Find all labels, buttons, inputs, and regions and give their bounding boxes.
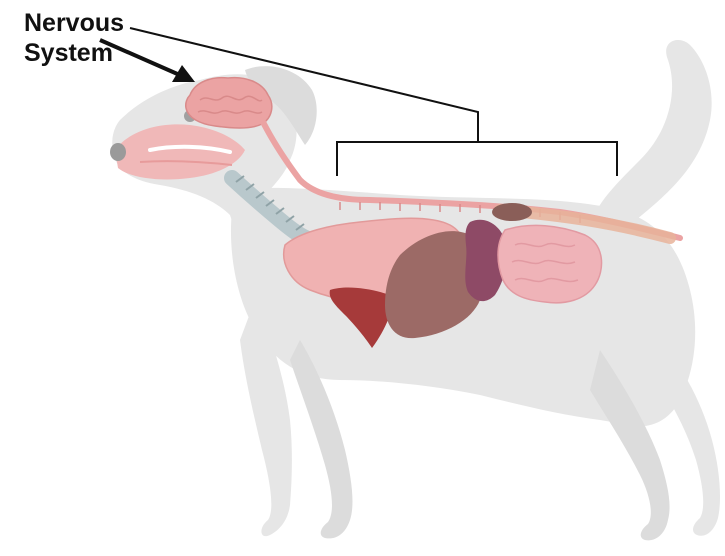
dog-tail — [595, 40, 712, 225]
intestines — [498, 225, 602, 302]
brain — [186, 78, 272, 128]
annotation-arrow — [100, 40, 195, 82]
spleen — [492, 203, 532, 221]
annotation-bracket — [337, 142, 617, 176]
nervous-system-label-line2: System — [24, 38, 113, 68]
nervous-system-label-line1: Nervous — [24, 8, 124, 38]
nose-icon — [110, 143, 126, 161]
